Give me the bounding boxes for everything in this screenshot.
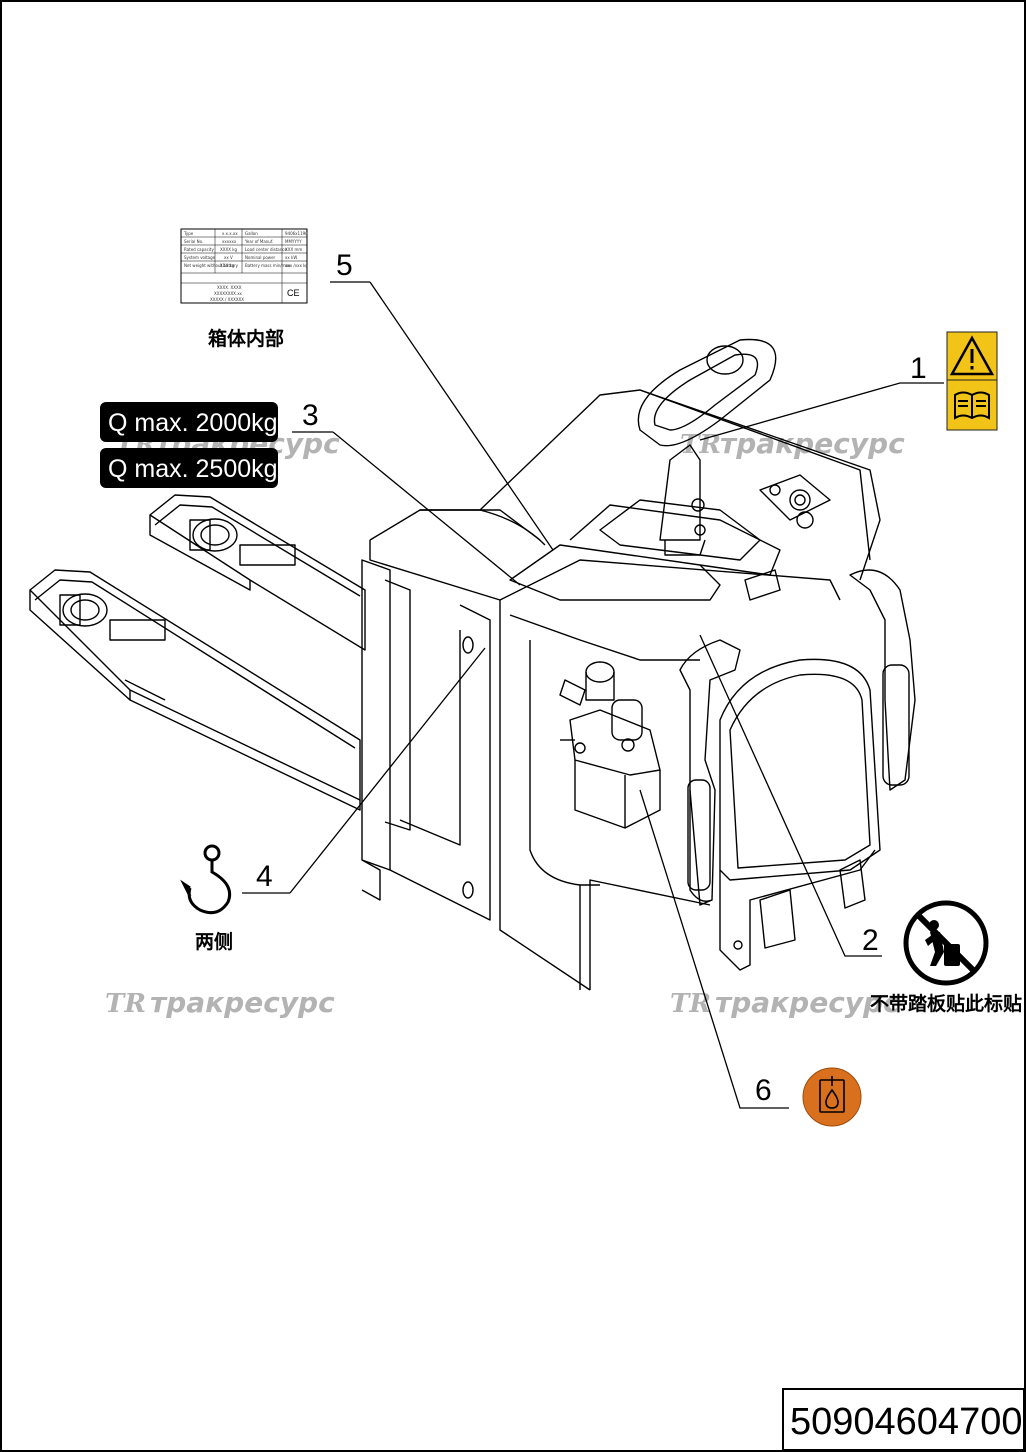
capacity-badge-2500 bbox=[100, 448, 278, 488]
svg-text:System voltage: System voltage bbox=[184, 255, 216, 260]
warning-triangle-icon bbox=[949, 335, 995, 376]
watermark-logo: TR bbox=[680, 430, 721, 460]
oil-tank-drop-icon bbox=[819, 1076, 845, 1113]
main-chassis bbox=[369, 389, 881, 991]
capacity-badge-2000-text: Q max. 2000kg bbox=[108, 409, 278, 437]
warning-manual-label bbox=[946, 331, 998, 431]
svg-text:xxx /xxx kg: xxx /xxx kg bbox=[285, 263, 308, 268]
nameplate-row-3: System voltage xx V Nominal power xx kW bbox=[184, 255, 297, 260]
fork-right bbox=[149, 494, 366, 651]
callout-number-5: 5 bbox=[336, 249, 353, 282]
svg-text:xx kW: xx kW bbox=[285, 255, 297, 260]
rear-cover bbox=[719, 658, 881, 971]
both-sides-label-text: 两侧 bbox=[195, 931, 233, 953]
callout-number-6: 6 bbox=[755, 1074, 772, 1107]
manual-book-icon bbox=[954, 391, 990, 420]
part-number-box: 509046047001 bbox=[782, 1388, 1026, 1451]
watermark-logo: TR bbox=[670, 989, 711, 1019]
svg-text:xxxxxx: xxxxxx bbox=[222, 239, 237, 244]
nameplate-footer-2: XXXXX / XXXXXX bbox=[210, 297, 244, 302]
leader-2 bbox=[699, 634, 882, 957]
tiller-handle bbox=[637, 338, 777, 556]
watermark-top-right: TR тракресурс bbox=[680, 427, 905, 460]
callout-number-4: 4 bbox=[256, 860, 273, 893]
leader-6 bbox=[639, 789, 789, 1109]
svg-text:Gallon: Gallon bbox=[245, 231, 258, 236]
ce-mark: CE bbox=[287, 288, 300, 298]
fork-carriage bbox=[361, 559, 491, 921]
capacity-badge-2000 bbox=[100, 402, 278, 442]
callout-number-3: 3 bbox=[302, 399, 319, 432]
watermark-text: тракресурс bbox=[150, 986, 335, 1019]
svg-text:Type: Type bbox=[183, 231, 194, 236]
svg-text:XXX kg: XXX kg bbox=[220, 263, 235, 268]
prohibition-slash bbox=[915, 912, 977, 974]
svg-text:xx V: xx V bbox=[224, 255, 233, 260]
svg-text:Battery mass min/max: Battery mass min/max bbox=[245, 263, 291, 268]
nameplate-row-2: Rated capacity XXXX kg Load center dista… bbox=[184, 247, 302, 252]
part-number-text: 509046047001 bbox=[790, 1401, 1026, 1443]
watermark-bottom-right: TR тракресурс bbox=[670, 986, 900, 1019]
svg-text:Rated capacity: Rated capacity bbox=[184, 247, 215, 252]
no-pedal-label-text: 不带踏板贴此标贴 bbox=[870, 992, 1022, 1015]
svg-text:XXX mm: XXX mm bbox=[285, 247, 302, 252]
svg-text:XXXX kg: XXXX kg bbox=[220, 247, 238, 252]
inside-box-label-text: 箱体内部 bbox=[208, 327, 284, 350]
svg-text:Nominal power: Nominal power bbox=[245, 255, 276, 260]
nameplate-border bbox=[180, 228, 308, 304]
callout-number-2: 2 bbox=[862, 924, 879, 957]
leader-1 bbox=[699, 382, 944, 441]
watermark-logo: TR bbox=[105, 989, 146, 1019]
watermark-text: тракресурс bbox=[715, 986, 900, 1019]
nameplate-row-0: Type x.x.x.xx Gallon 9406x1190 bbox=[183, 231, 308, 236]
pallet-truck-drawing bbox=[29, 338, 916, 991]
svg-text:Load center distance: Load center distance bbox=[245, 247, 287, 252]
lifting-hook-label: 两侧 bbox=[180, 844, 233, 953]
hydraulic-oil-label bbox=[802, 1067, 862, 1127]
watermark-text: тракресурс bbox=[720, 427, 905, 460]
nameplate-row-4: Net weight without battery XXX kg Batter… bbox=[184, 263, 308, 268]
fork-left bbox=[29, 569, 361, 811]
oil-label-background bbox=[802, 1067, 862, 1127]
svg-text:9406x1190: 9406x1190 bbox=[285, 231, 308, 236]
svg-text:x.x.x.xx: x.x.x.xx bbox=[222, 231, 238, 236]
leader-lines bbox=[242, 281, 944, 1109]
side-grab-handles bbox=[679, 569, 916, 906]
lifting-hook-icon bbox=[180, 844, 232, 915]
nameplate-row-1: Serial No. xxxxxx Year of Manuf. MMYYYY bbox=[184, 239, 302, 244]
no-riding-label: 不带踏板贴此标贴 bbox=[870, 900, 1022, 1015]
leader-5 bbox=[330, 281, 554, 551]
capacity-badge-2500-text: Q max. 2500kg bbox=[108, 455, 278, 483]
nameplate-footer-0: XXXX. XXXX bbox=[217, 285, 242, 290]
watermark-bottom-left: TR тракресурс bbox=[105, 986, 335, 1019]
svg-text:Year of Manuf.: Year of Manuf. bbox=[244, 239, 273, 244]
nameplate-label: Type x.x.x.xx Gallon 9406x1190 Serial No… bbox=[180, 228, 308, 350]
svg-text:Serial No.: Serial No. bbox=[184, 239, 203, 244]
nameplate-footer-1: XXXXXXXX.xx bbox=[214, 291, 243, 296]
capacity-badge-group: Q max. 2000kg Q max. 2500kg bbox=[100, 402, 278, 488]
leader-4 bbox=[242, 647, 486, 894]
callout-number-1: 1 bbox=[910, 352, 927, 385]
control-panel bbox=[744, 474, 831, 601]
svg-text:Net weight without battery: Net weight without battery bbox=[184, 263, 239, 268]
leader-3 bbox=[292, 431, 521, 586]
svg-text:MMYYYY: MMYYYY bbox=[285, 239, 302, 244]
hydraulic-pump bbox=[559, 661, 661, 829]
